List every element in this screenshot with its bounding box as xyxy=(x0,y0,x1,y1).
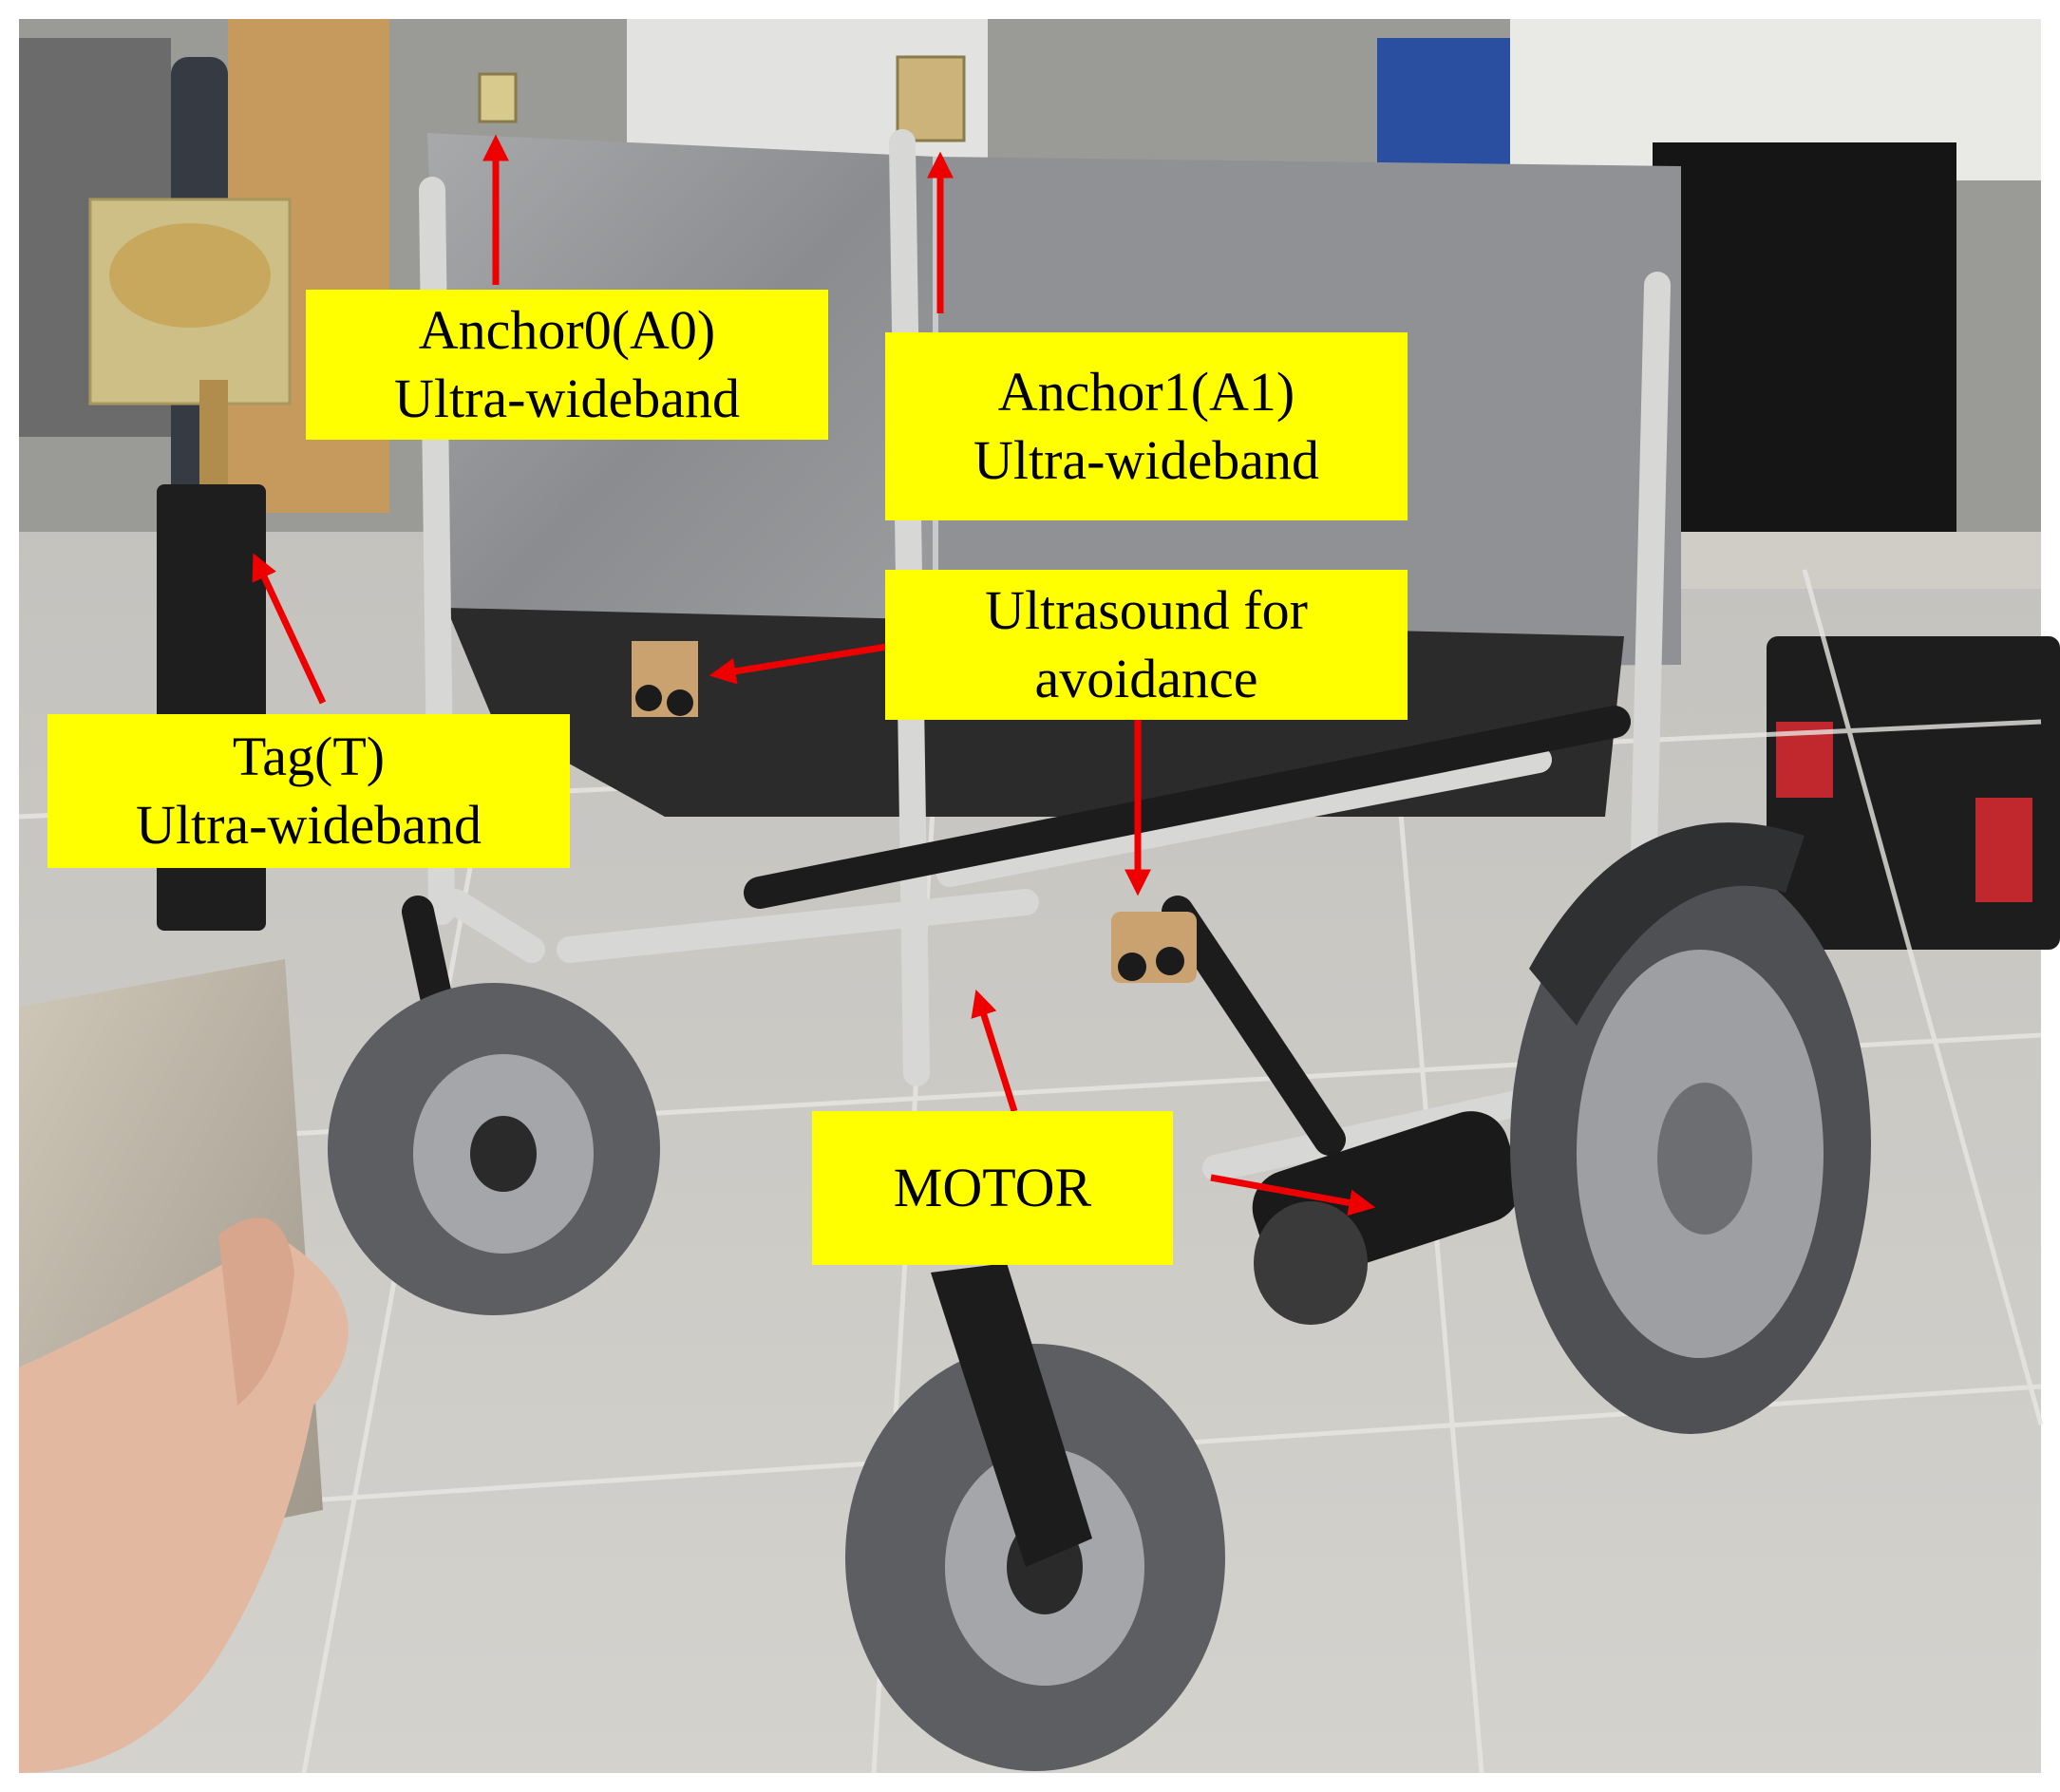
motor-label-line1: MOTOR xyxy=(893,1156,1092,1218)
anchor0-antenna xyxy=(478,72,518,123)
rear-wheel xyxy=(1510,822,1871,1434)
anchor1-label: Anchor1(A1) Ultra-wideband xyxy=(885,332,1408,520)
anchor0-label: Anchor0(A0) Ultra-wideband xyxy=(306,290,828,440)
anchor1-antenna xyxy=(896,55,966,142)
anchor1-label-line2: Ultra-wideband xyxy=(973,429,1319,491)
front-left-wheel xyxy=(328,983,660,1315)
tag-label-line2: Ultra-wideband xyxy=(136,794,482,856)
tag-label: Tag(T) Ultra-wideband xyxy=(47,714,570,868)
motor xyxy=(1252,1111,1521,1325)
ultrasound-sensor-low xyxy=(1111,912,1197,983)
arrow-icon xyxy=(1210,1174,1376,1217)
anchor0-label-line2: Ultra-wideband xyxy=(394,368,740,429)
motor-label: MOTOR xyxy=(812,1111,1173,1265)
ultrasound-sensor-front xyxy=(632,641,698,717)
ultrasound-label-line2: avoidance xyxy=(1034,648,1258,709)
arrow-icon xyxy=(971,989,1018,1113)
anchor0-label-line1: Anchor0(A0) xyxy=(418,298,716,361)
arrow-icon xyxy=(252,553,327,705)
anchor1-label-line1: Anchor1(A1) xyxy=(997,360,1295,423)
hand-with-device xyxy=(19,959,349,1773)
arrow-icon xyxy=(709,642,894,685)
ultrasound-label-line1: Ultrasound for xyxy=(985,578,1308,641)
ultrasound-label: Ultrasound for avoidance xyxy=(885,570,1408,720)
front-right-wheel xyxy=(845,1263,1225,1771)
tag-label-line1: Tag(T) xyxy=(232,725,386,787)
annotation-arrows xyxy=(252,134,1376,1217)
